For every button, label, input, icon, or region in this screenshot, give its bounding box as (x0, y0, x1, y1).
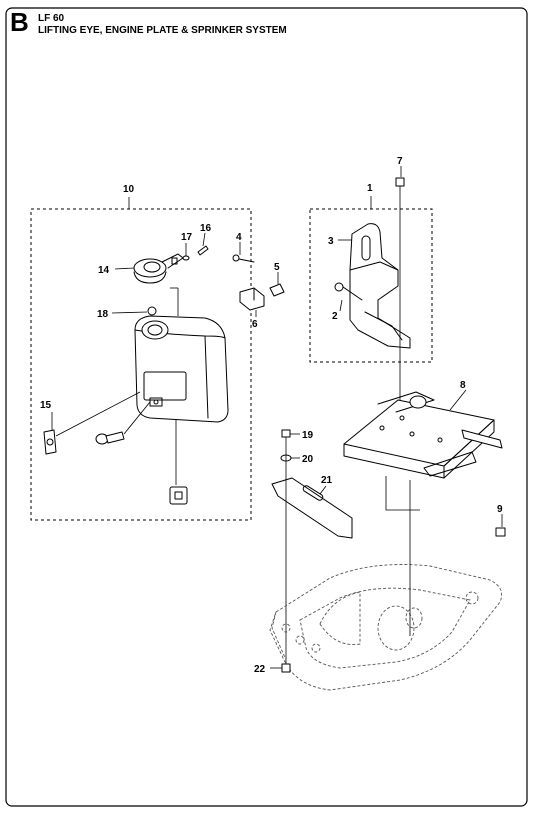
callout-4: 4 (236, 232, 242, 243)
drain-plug-part (43, 429, 57, 455)
leader-2 (339, 299, 343, 312)
leader-18 (111, 311, 148, 314)
sprinkler-group-box (30, 208, 252, 521)
leader-16 (202, 232, 206, 247)
callout-15: 15 (40, 400, 52, 411)
callout-5: 5 (274, 262, 280, 273)
leader-9-route (385, 476, 420, 511)
callout-20: 20 (302, 454, 314, 465)
bracket-plate-part-21 (271, 477, 353, 539)
pin-part-2 (334, 282, 363, 301)
small-screw-part (197, 245, 209, 256)
callout-22: 22 (254, 664, 266, 675)
washer-part-5 (269, 283, 285, 297)
section-letter: B (10, 7, 29, 37)
leader-fitting (123, 401, 151, 435)
leader-8 (449, 389, 467, 411)
base-plate-ghost (269, 564, 503, 691)
leader-15-tank (55, 391, 141, 437)
tap-valve-part (169, 486, 188, 505)
bracket-part-6 (239, 287, 265, 311)
bolt-part-4 (232, 254, 255, 263)
callout-19: 19 (302, 430, 314, 441)
page-title: LIFTING EYE, ENGINE PLATE & SPRINKER SYS… (38, 25, 287, 36)
callout-8: 8 (460, 380, 466, 391)
callout-18: 18 (97, 309, 109, 320)
nut-part-9 (495, 527, 506, 537)
page-border-frame (5, 7, 528, 807)
callout-17: 17 (181, 232, 193, 243)
callout-9: 9 (497, 504, 503, 515)
callout-14: 14 (98, 265, 110, 276)
callout-6: 6 (252, 319, 258, 330)
callout-7: 7 (397, 156, 403, 167)
lifting-eye-part (349, 223, 411, 349)
water-tank-part (134, 315, 229, 423)
leader-21 (319, 485, 327, 495)
bolt-part-22 (281, 663, 291, 673)
callout-3: 3 (328, 236, 334, 247)
nut-part-18 (147, 306, 157, 316)
leader-14 (114, 267, 135, 270)
callout-2: 2 (332, 311, 338, 322)
callout-1: 1 (367, 183, 373, 194)
callout-21: 21 (321, 475, 333, 486)
callout-10: 10 (123, 184, 135, 195)
long-bolt-part-7 (395, 177, 405, 440)
callout-16: 16 (200, 223, 212, 234)
model-label: LF 60 (38, 13, 65, 24)
engine-plate-part (343, 391, 503, 479)
nut-part-19 (281, 429, 291, 438)
hose-fitting-part (95, 431, 125, 445)
